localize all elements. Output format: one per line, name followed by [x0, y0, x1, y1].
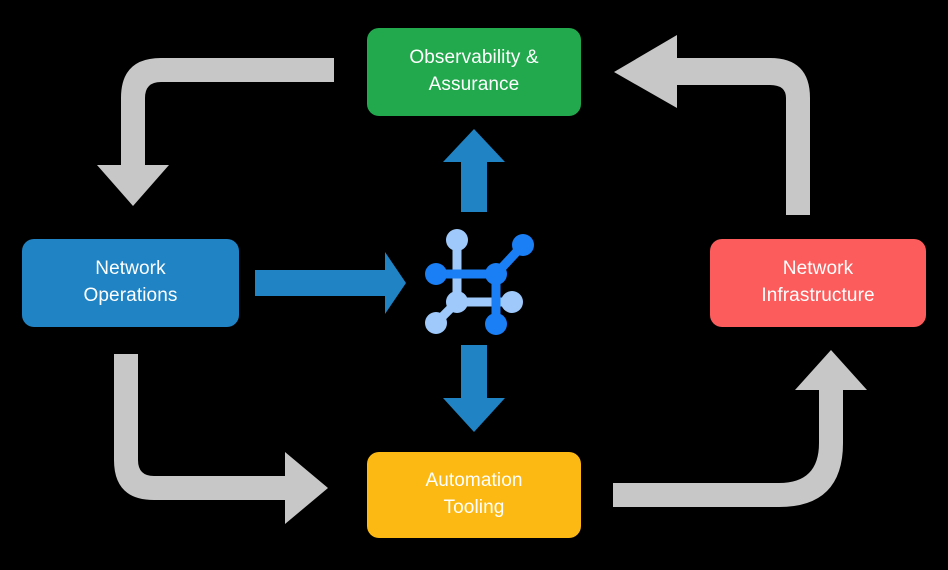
node-network-infrastructure[interactable]: Network Infrastructure [710, 239, 926, 327]
topology-node-top-left [446, 229, 468, 251]
arrow-network-operations-to-automation-tooling [114, 354, 328, 524]
topology-node-top-right [512, 234, 534, 256]
arrow-network-operations-to-hub [255, 252, 406, 314]
arrow-network-infrastructure-to-observability [614, 35, 810, 215]
node-automation-tooling[interactable]: Automation Tooling [367, 452, 581, 538]
node-automation-tooling-label: Automation Tooling [425, 470, 523, 518]
node-network-infrastructure-label: Network Infrastructure [761, 258, 875, 306]
topology-node-bottom [485, 313, 507, 335]
arrow-hub-to-observability [443, 129, 505, 212]
topology-node-left [425, 263, 447, 285]
topology-nodes-secondary [425, 229, 523, 334]
node-observability-and-assurance[interactable]: Observability & Assurance [367, 28, 581, 116]
arrow-observability-to-network-operations [97, 58, 334, 206]
node-observability-and-assurance-label: Observability & Assurance [409, 47, 539, 95]
topology-node-center-left [446, 291, 468, 313]
node-network-operations[interactable]: Network Operations [22, 239, 239, 327]
topology-node-center [485, 263, 507, 285]
topology-node-bottom-left [425, 312, 447, 334]
arrow-hub-to-automation-tooling [443, 345, 505, 432]
node-network-operations-label: Network Operations [83, 258, 178, 306]
arrow-automation-tooling-to-network-infrastructure [613, 350, 867, 507]
topology-nodes-primary [425, 234, 534, 335]
network-topology-icon [425, 229, 534, 335]
topology-node-right-mid [501, 291, 523, 313]
